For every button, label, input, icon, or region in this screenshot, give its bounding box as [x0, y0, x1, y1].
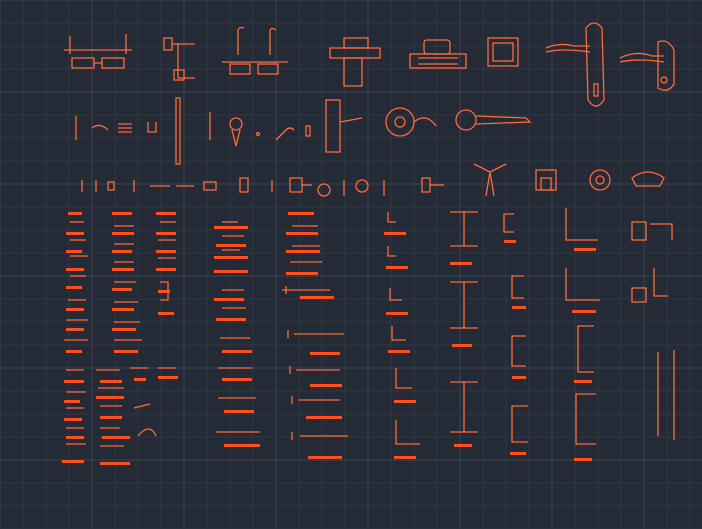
label-bar — [222, 350, 252, 353]
label-bar — [286, 232, 318, 235]
label-bar — [574, 458, 592, 461]
label-bar — [574, 248, 596, 251]
label-bar — [386, 266, 408, 269]
label-bar — [156, 268, 176, 271]
spring-hinge[interactable] — [222, 26, 288, 75]
small-hardware-row[interactable] — [75, 97, 532, 165]
label-bar — [224, 444, 260, 447]
label-bar — [214, 298, 244, 301]
label-bars — [62, 212, 596, 465]
label-bar — [102, 436, 130, 439]
square-escutcheon[interactable] — [487, 37, 519, 67]
hinge-assembly-left[interactable] — [64, 34, 132, 69]
label-bar — [510, 452, 526, 455]
label-bar — [214, 270, 248, 273]
fittings-row[interactable] — [81, 163, 665, 197]
label-bar — [114, 350, 138, 353]
rods[interactable] — [657, 350, 675, 440]
label-bar — [156, 232, 176, 235]
label-bar — [66, 268, 84, 271]
label-bar — [214, 256, 248, 259]
label-bar — [112, 250, 132, 253]
lever-handle-block[interactable] — [329, 37, 381, 87]
label-bar — [158, 290, 170, 293]
label-bar — [450, 262, 472, 265]
label-bar — [388, 350, 410, 353]
label-bar — [64, 418, 82, 421]
label-bar — [286, 272, 318, 275]
label-bar — [222, 378, 252, 381]
label-bar — [512, 376, 526, 379]
label-bar — [216, 318, 246, 321]
label-bar — [504, 240, 516, 243]
label-bar — [64, 380, 84, 383]
label-bar — [112, 328, 136, 331]
label-bar — [310, 384, 342, 387]
label-bar — [64, 400, 80, 403]
label-bar — [68, 212, 82, 215]
label-bar — [452, 344, 472, 347]
latch-bracket[interactable] — [163, 37, 195, 81]
pull-bar[interactable] — [409, 39, 467, 69]
label-bar — [112, 308, 134, 311]
label-bar — [384, 232, 406, 235]
label-bar — [112, 288, 132, 291]
cad-entities — [62, 22, 675, 465]
label-bar — [112, 232, 134, 235]
label-bar — [112, 212, 132, 215]
label-bar — [100, 380, 122, 383]
label-bar — [66, 328, 84, 331]
label-bar — [394, 456, 416, 459]
label-bar — [216, 244, 246, 247]
angle-profiles[interactable] — [387, 212, 420, 445]
label-bar — [156, 212, 176, 215]
label-bar — [66, 436, 84, 439]
label-bar — [308, 456, 342, 459]
label-bar — [306, 416, 342, 419]
label-bar — [574, 380, 592, 383]
label-bar — [62, 460, 84, 463]
brackets-right[interactable] — [631, 221, 673, 303]
label-bar — [96, 396, 124, 399]
label-bar — [66, 350, 82, 353]
label-bar — [300, 296, 334, 299]
label-bar — [224, 410, 254, 413]
label-bar — [112, 268, 134, 271]
label-bar — [454, 444, 472, 447]
label-bar — [158, 376, 178, 379]
bolts-screws[interactable] — [64, 221, 348, 447]
label-bar — [134, 378, 146, 381]
label-bar — [100, 462, 130, 465]
label-bar — [100, 416, 122, 419]
label-bar — [288, 212, 314, 215]
large-angles[interactable] — [565, 208, 600, 301]
channels[interactable] — [503, 213, 596, 445]
label-bar — [214, 226, 248, 229]
lever-rose[interactable] — [619, 40, 675, 91]
lever-on-plate[interactable] — [545, 22, 605, 107]
label-bar — [512, 306, 526, 309]
label-bar — [386, 312, 408, 315]
label-bar — [394, 400, 416, 403]
label-bar — [286, 250, 320, 253]
label-bar — [66, 232, 84, 235]
label-bar — [572, 310, 596, 313]
i-beams[interactable] — [450, 211, 478, 433]
label-bar — [66, 250, 82, 253]
label-bar — [156, 250, 176, 253]
label-bar — [158, 312, 174, 315]
label-bar — [66, 286, 82, 289]
label-bar — [66, 308, 84, 311]
label-bar — [310, 352, 340, 355]
